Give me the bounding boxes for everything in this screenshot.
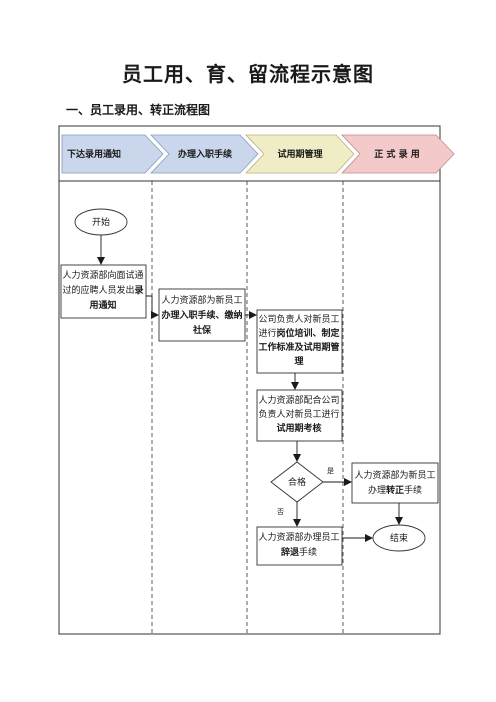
lane-label-formal: 正 式 录 用 <box>374 148 419 160</box>
confirm-box <box>351 462 439 504</box>
arrow-notify-onboard <box>146 295 159 319</box>
dismiss-box <box>256 526 343 566</box>
page-title: 员工用、育、留流程示意图 <box>122 62 374 86</box>
assess-box <box>256 389 343 442</box>
notify-line2: 过的应聘人员发出录 <box>62 284 143 296</box>
onboard-box <box>158 288 246 342</box>
confirm-line2: 办理转正手续 <box>368 484 422 496</box>
lane-label-probation: 试用期管理 <box>277 148 322 160</box>
assess-line3: 试用期考核 <box>276 422 321 434</box>
end-node <box>372 524 426 552</box>
dismiss-line2: 辞退手续 <box>281 546 317 558</box>
lane-label-notify: 下达录用通知 <box>67 148 121 160</box>
decision-label: 合格 <box>288 476 306 488</box>
training-line3: 工作标准及试用期管 <box>258 341 339 353</box>
lane-header-onboard <box>150 134 259 174</box>
notify-line1: 人力资源部向面试通 <box>62 269 143 281</box>
assess-line2: 负责人对新员工进行 <box>258 408 339 420</box>
onboard-line1: 人力资源部为新员工 <box>161 294 242 306</box>
onboard-line3: 社保 <box>192 324 212 336</box>
diagram-frame <box>58 125 441 635</box>
training-line4: 理 <box>294 356 303 367</box>
lane-label-onboard: 办理入职手续 <box>178 148 232 160</box>
confirm-line1: 人力资源部为新员工 <box>354 469 435 481</box>
dismiss-line1: 人力资源部办理员工 <box>258 531 339 543</box>
no-label: 否 <box>277 508 284 516</box>
end-label: 结束 <box>390 532 408 544</box>
notify-line3: 用通知 <box>88 299 116 311</box>
lane-header-notify <box>61 134 164 174</box>
assess-line1: 人力资源部配合公司 <box>258 394 339 406</box>
training-line1: 公司负责人对新员工 <box>258 313 339 325</box>
yes-label: 是 <box>327 467 334 475</box>
lane-header-probation <box>245 134 355 174</box>
training-box <box>256 309 343 374</box>
training-line2: 进行岗位培训、制定 <box>258 327 340 339</box>
lane-header-formal <box>341 134 455 174</box>
section-subtitle: 一、员工录用、转正流程图 <box>66 103 211 117</box>
onboard-line2: 办理入职手续、缴纳 <box>161 309 242 321</box>
notify-box <box>60 264 147 319</box>
start-label: 开始 <box>92 216 110 228</box>
